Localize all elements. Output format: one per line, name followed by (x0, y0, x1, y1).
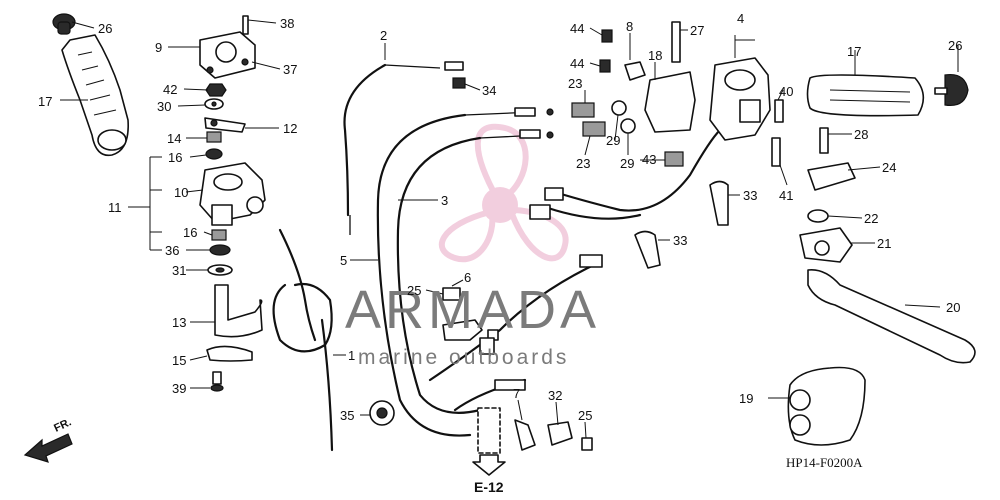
cable-clamps-33 (634, 180, 729, 269)
callout-numbers: 26 17 9 38 37 42 30 14 12 16 10 11 16 36… (38, 11, 962, 423)
grip-end-cap-26-left (52, 13, 76, 35)
callout-25: 25 (407, 283, 421, 298)
callout-33: 33 (673, 233, 687, 248)
callout-4: 4 (737, 11, 744, 26)
left-grip-17 (61, 34, 129, 157)
front-direction-arrow (23, 433, 73, 463)
cable-fittings (444, 61, 603, 391)
propeller-logo-watermark (438, 123, 569, 263)
switch-housing-4 (571, 21, 784, 167)
callout-21: 21 (877, 236, 891, 251)
callout-15: 15 (172, 353, 186, 368)
callout-17: 17 (847, 44, 861, 59)
callout-28: 28 (854, 127, 868, 142)
callout-23: 23 (568, 76, 582, 91)
callout-39: 39 (172, 381, 186, 396)
callout-6: 6 (464, 270, 471, 285)
callout-25: 25 (578, 408, 592, 423)
callout-37: 37 (283, 62, 297, 77)
callout-10: 10 (174, 185, 188, 200)
callout-40: 40 (779, 84, 793, 99)
callout-11: 11 (108, 200, 122, 215)
callout-5: 5 (340, 253, 347, 268)
callout-32: 32 (548, 388, 562, 403)
clutch-lever-assembly (799, 127, 976, 364)
right-grip-17 (806, 74, 925, 117)
diagram-code: HP14-F0200A (786, 455, 863, 470)
callout-19: 19 (739, 391, 753, 406)
callout-27: 27 (690, 23, 704, 38)
callout-44: 44 (570, 21, 584, 36)
lever-cover-19 (787, 366, 866, 446)
callout-12: 12 (283, 121, 297, 136)
watermark-subtitle: marine outboards (358, 346, 569, 369)
callout-33: 33 (743, 188, 757, 203)
callout-14: 14 (167, 131, 181, 146)
callout-9: 9 (155, 40, 162, 55)
callout-24: 24 (882, 160, 896, 175)
throttle-housing-10 (199, 162, 266, 226)
watermark-word: ARMADA (345, 280, 600, 340)
callout-36: 36 (165, 243, 179, 258)
grip-end-cap-26-right (934, 73, 969, 107)
callout-16: 16 (183, 225, 197, 240)
callout-42: 42 (163, 82, 177, 97)
callout-23: 23 (576, 156, 590, 171)
callout-26: 26 (98, 21, 112, 36)
callout-34: 34 (482, 83, 496, 98)
callout-43: 43 (642, 152, 656, 167)
callout-44: 44 (570, 56, 584, 71)
cables (272, 63, 722, 452)
callout-38: 38 (280, 16, 294, 31)
callout-8: 8 (626, 19, 633, 34)
callout-29: 29 (620, 156, 634, 171)
callout-16: 16 (168, 150, 182, 165)
callout-17: 17 (38, 94, 52, 109)
callout-3: 3 (441, 193, 448, 208)
callout-41: 41 (779, 188, 793, 203)
callout-35: 35 (340, 408, 354, 423)
callout-20: 20 (946, 300, 960, 315)
throttle-housing-cover-9 (199, 15, 256, 79)
reference-e12: E-12 (474, 479, 504, 495)
lower-left-parts (206, 229, 263, 392)
callout-18: 18 (648, 48, 662, 63)
callout-7: 7 (513, 386, 520, 401)
front-direction-label: FR. (52, 416, 73, 434)
callout-13: 13 (172, 315, 186, 330)
callout-1: 1 (348, 348, 355, 363)
callout-2: 2 (380, 28, 387, 43)
left-small-parts (204, 83, 246, 160)
callout-31: 31 (172, 263, 186, 278)
callout-26: 26 (948, 38, 962, 53)
center-small-parts (369, 287, 593, 476)
callout-29: 29 (606, 133, 620, 148)
leader-lines (60, 19, 959, 439)
callout-30: 30 (157, 99, 171, 114)
callout-22: 22 (864, 211, 878, 226)
